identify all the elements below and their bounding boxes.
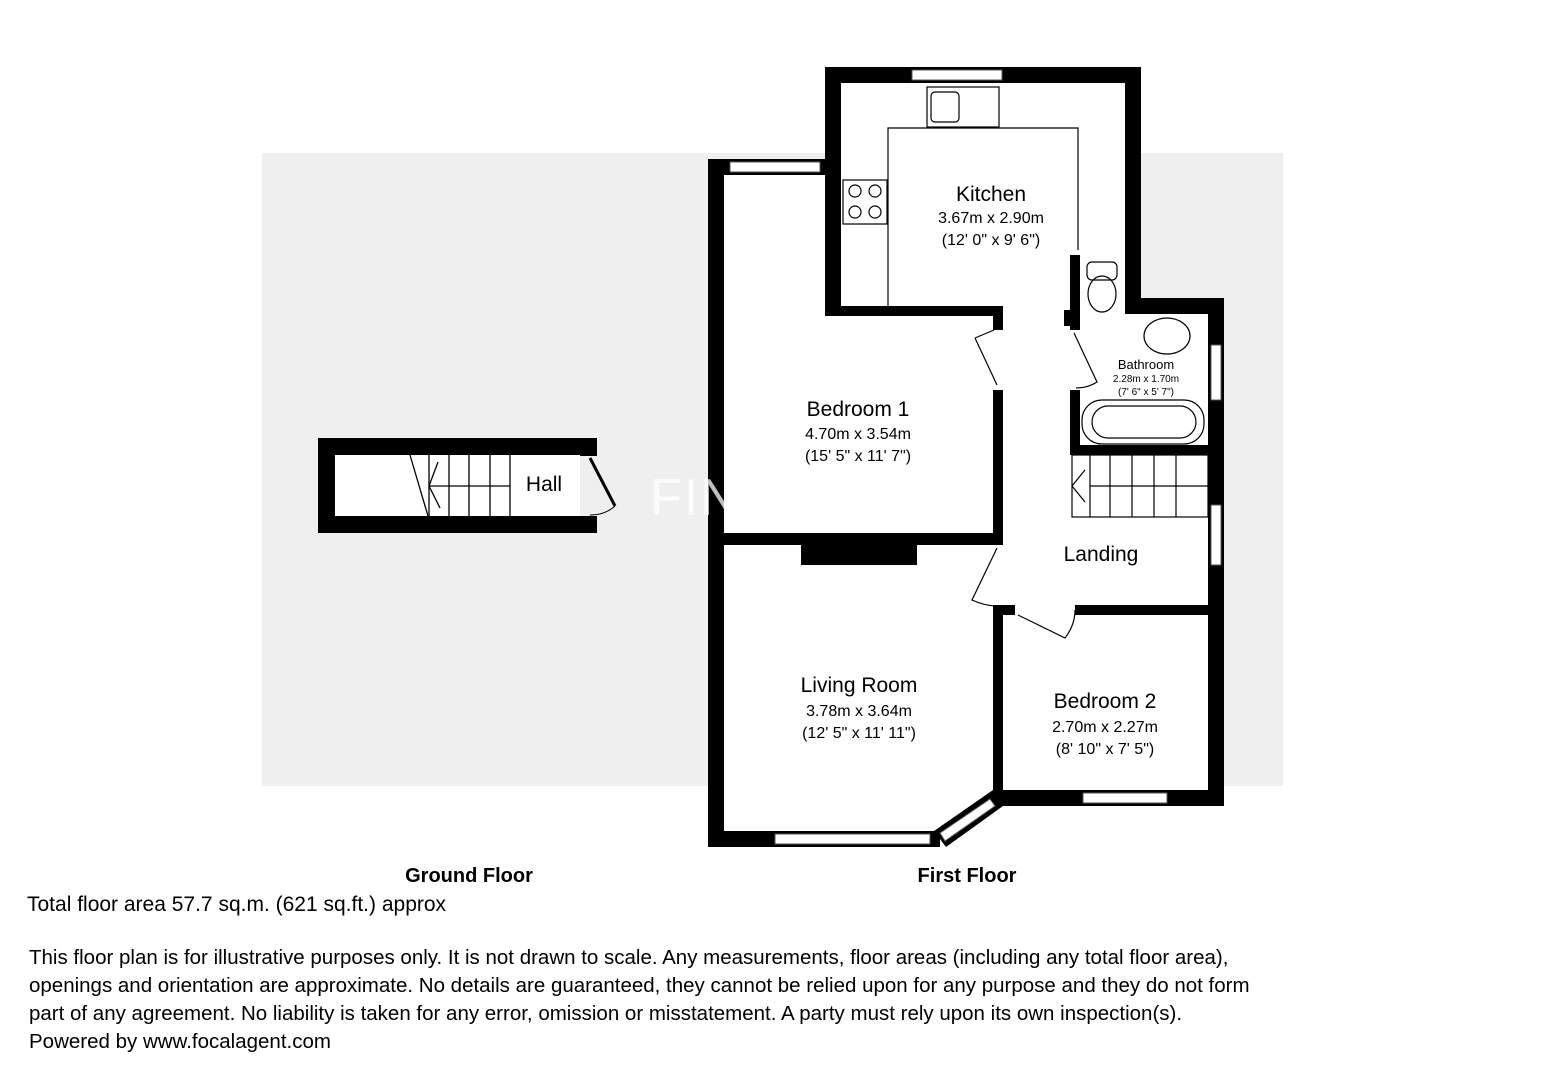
watermark: FINCHLEYS [650,469,960,527]
bedroom2-imperial: (8' 10" x 7' 5") [1055,741,1155,758]
bedroom1-imperial: (15' 5" x 11' 7") [804,448,912,465]
landing-stairs [1071,454,1209,518]
kitchen-metric: 3.67m x 2.90m [938,210,1044,227]
living-room-metric: 3.78m x 3.64m [806,703,912,720]
hall-label: Hall [525,473,563,496]
disclaimer-line: This floor plan is for illustrative purp… [29,946,1229,969]
ground-floor-title: Ground Floor [405,865,533,887]
disclaimer-line: part of any agreement. No liability is t… [29,1002,1183,1025]
bathroom-imperial: (7' 6" x 5' 7") [1118,387,1174,398]
kitchen-imperial: (12' 0" x 9' 6") [941,232,1041,249]
living-room-imperial: (12' 5" x 11' 11") [802,725,916,742]
hall-stairs [409,454,511,517]
first-floor-title: First Floor [917,865,1017,887]
living-room-label: Living Room [800,674,918,697]
bedroom1-label: Bedroom 1 [806,398,910,421]
bedroom2-metric: 2.70m x 2.27m [1052,719,1158,736]
disclaimer: This floor plan is for illustrative purp… [29,944,1519,1056]
bedroom2-label: Bedroom 2 [1053,690,1157,713]
bathroom-label: Bathroom [1117,357,1175,372]
kitchen-label: Kitchen [955,183,1027,206]
ground-floor-plan [318,438,617,533]
disclaimer-line: openings and orientation are approximate… [29,974,1250,997]
bathroom-metric: 2.28m x 1.70m [1112,374,1180,385]
windows [729,69,1222,845]
hall-door [588,457,617,507]
bedroom1-metric: 4.70m x 3.54m [805,426,911,443]
first-floor-plan [708,67,1224,847]
powered-by: Powered by www.focalagent.com [29,1030,331,1053]
fixtures [842,86,1209,639]
total-floor-area: Total floor area 57.7 sq.m. (621 sq.ft.)… [27,893,447,916]
landing-label: Landing [1063,543,1139,566]
